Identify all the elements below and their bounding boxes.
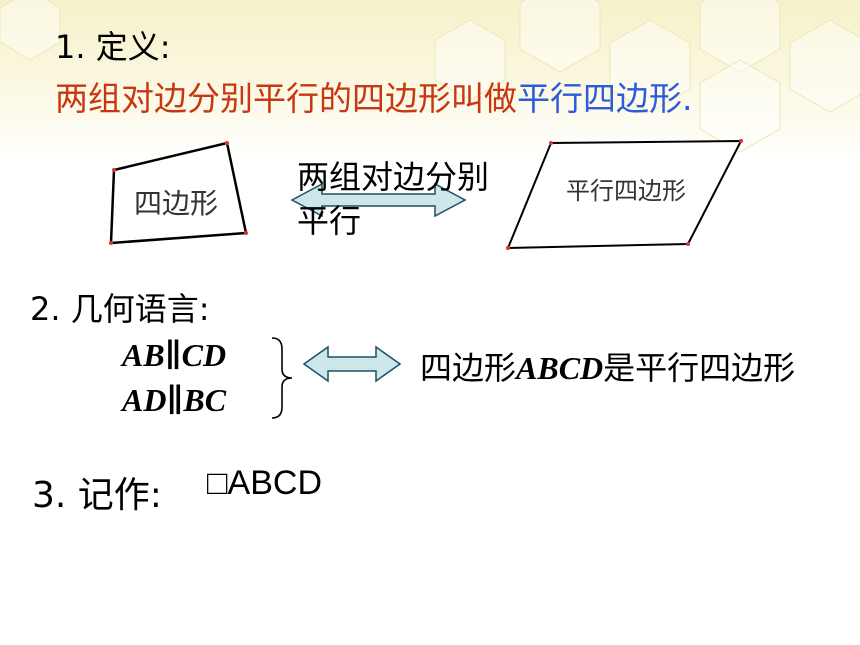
- geometry-conclusion: 四边形ABCD是平行四边形: [420, 345, 820, 391]
- quadrilateral-shape: [109, 141, 248, 245]
- notation-title: 3. 记作:: [32, 475, 162, 516]
- conclusion-suffix: 是平行四边形: [603, 349, 796, 387]
- parallelogram-label: 平行四边形: [566, 177, 686, 205]
- conclusion-abcd: ABCD: [516, 350, 604, 386]
- definition-title: 1. 定义:: [55, 28, 171, 66]
- definition-text: 两组对边分别平行的四边形叫做: [55, 79, 517, 118]
- quad-label: 四边形: [134, 187, 218, 220]
- parallelogram-shape: [506, 139, 743, 250]
- definition-diagram: 四边形 平行四边形: [109, 139, 743, 250]
- equivalence-arrow: [302, 345, 402, 383]
- notation-symbol: □ABCD: [207, 464, 322, 502]
- right-brace: [271, 337, 293, 419]
- hexagon-pattern: [0, 0, 860, 153]
- header-background: [0, 0, 860, 160]
- definition-body: 两组对边分别平行的四边形叫做平行四边形.: [55, 72, 693, 120]
- conclusion-prefix: 四边形: [420, 349, 517, 387]
- arrow-label: 两组对边分别平行: [297, 158, 490, 240]
- geometry-condition-2: AD∥BC: [122, 382, 227, 418]
- definition-term: 平行四边形: [517, 79, 682, 118]
- geometry-condition-1: AB∥CD: [122, 337, 227, 373]
- definition-period: .: [682, 79, 693, 118]
- geometry-title: 2. 几何语言:: [30, 290, 210, 328]
- double-arrow: [290, 182, 467, 218]
